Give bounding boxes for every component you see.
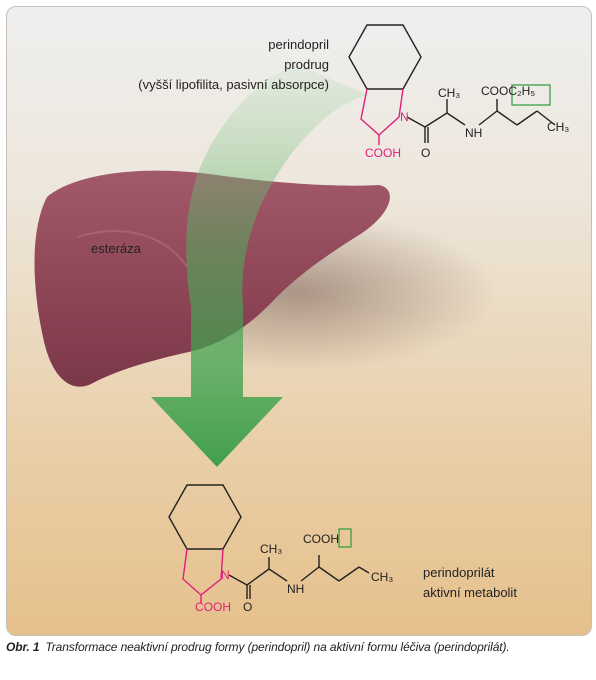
metabolite-type: aktivní metabolit [423, 585, 517, 600]
prodrug-ch3-top: CH₃ [438, 86, 460, 100]
metabolite-cooh: COOH [195, 600, 231, 614]
caption-text: Transformace neaktivní prodrug formy (pe… [45, 640, 510, 654]
metabolite-n: N [221, 568, 230, 582]
liver-label: esteráza [91, 241, 142, 256]
metabolite-cooh-top: COOH [303, 532, 339, 546]
prodrug-name: perindopril [268, 37, 329, 52]
metabolite-nh: NH [287, 582, 304, 596]
figure-caption: Obr. 1 Transformace neaktivní prodrug for… [6, 640, 592, 654]
caption-label: Obr. 1 [6, 640, 40, 654]
prodrug-type: prodrug [284, 57, 329, 72]
transformation-arrow [151, 65, 369, 467]
prodrug-ester-group: COOC₂H₅ [481, 84, 535, 98]
prodrug-o: O [421, 146, 430, 160]
liver-highlight [76, 230, 188, 268]
metabolite-ch3-chain: CH₃ [371, 570, 393, 584]
figure-canvas: perindopril prodrug (vyšší lipofilita, p… [34, 24, 569, 614]
figure-panel: perindopril prodrug (vyšší lipofilita, p… [6, 6, 592, 636]
perindoprilat-structure [168, 484, 370, 603]
prodrug-ch3-chain: CH₃ [547, 120, 569, 134]
metabolite-ch3-top: CH₃ [260, 542, 282, 556]
prodrug-cooh: COOH [365, 146, 401, 160]
prodrug-nh: NH [465, 126, 482, 140]
acid-highlight-box [338, 528, 352, 548]
ester-highlight-box [511, 84, 551, 106]
perindopril-structure [348, 24, 556, 145]
metabolite-name: perindoprilát [423, 565, 495, 580]
metabolite-o: O [243, 600, 252, 614]
prodrug-note: (vyšší lipofilita, pasivní absorpce) [138, 77, 329, 92]
prodrug-n: N [400, 110, 409, 124]
